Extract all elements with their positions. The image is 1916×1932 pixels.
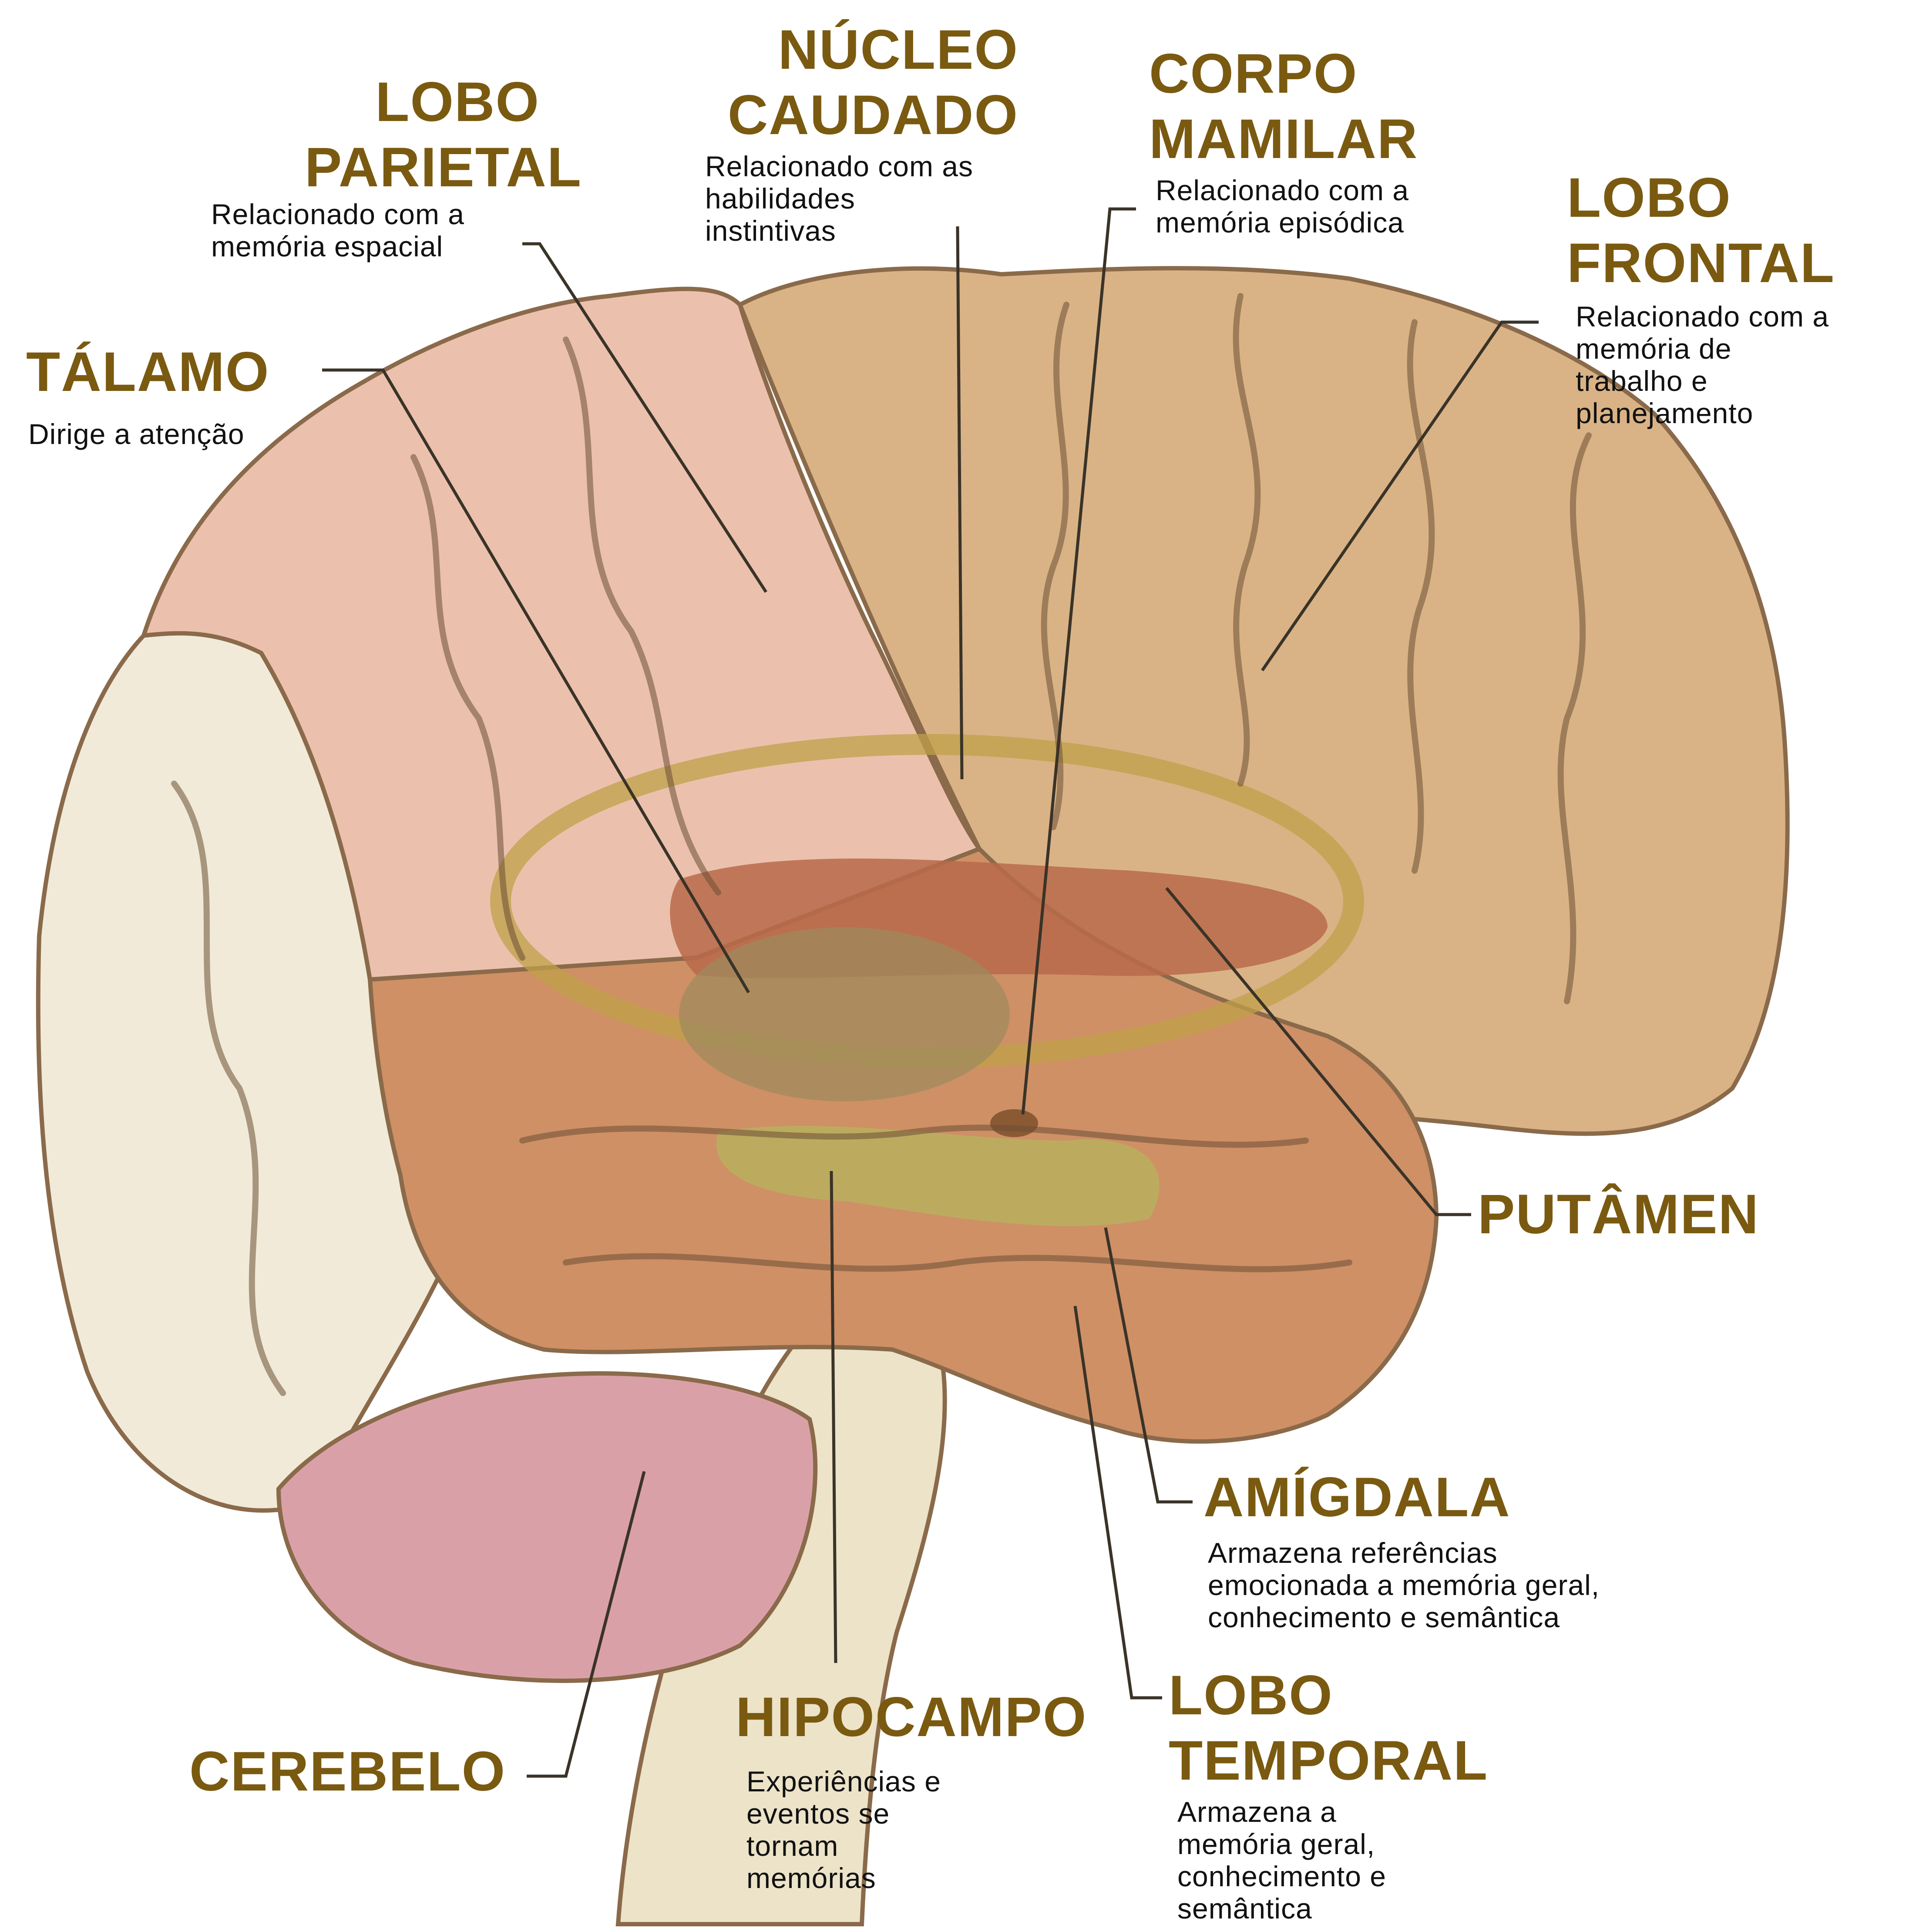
talamo-title: TÁLAMO (26, 340, 322, 405)
talamo-desc: Dirige a atenção (28, 418, 333, 450)
lobo-parietal-title: LOBO PARIETAL (305, 70, 540, 200)
putamen-title: PUTÂMEN (1478, 1182, 1826, 1247)
mammillary-body (990, 1109, 1038, 1137)
cerebelo-title: CEREBELO (189, 1739, 520, 1804)
lobo-parietal-desc: Relacionado com a memória espacial (211, 198, 542, 263)
lobo-frontal-desc: Relacionado com a memória de trabalho e … (1576, 300, 1911, 429)
corpo-mamilar-desc: Relacionado com a memória episódica (1156, 174, 1486, 239)
hipocampo-title: HIPOCAMPO (736, 1685, 1127, 1750)
thalamus-shape (679, 927, 1010, 1101)
amigdala-desc: Armazena referências emocionada a memóri… (1208, 1537, 1774, 1633)
lobo-temporal-title: LOBO TEMPORAL (1169, 1663, 1560, 1794)
nucleo-caudado-title: NÚCLEO CAUDADO (679, 17, 1019, 148)
lobo-temporal-desc: Armazena a memória geral, conhecimento e… (1177, 1796, 1482, 1925)
lobo-frontal-title: LOBO FRONTAL (1567, 165, 1906, 296)
hipocampo-desc: Experiências e eventos se tornam memória… (746, 1765, 1051, 1894)
amigdala-title: AMÍGDALA (1203, 1465, 1595, 1530)
corpo-mamilar-title: CORPO MAMILAR (1149, 41, 1497, 172)
nucleo-caudado-desc: Relacionado com as habilidades instintiv… (705, 150, 1036, 247)
